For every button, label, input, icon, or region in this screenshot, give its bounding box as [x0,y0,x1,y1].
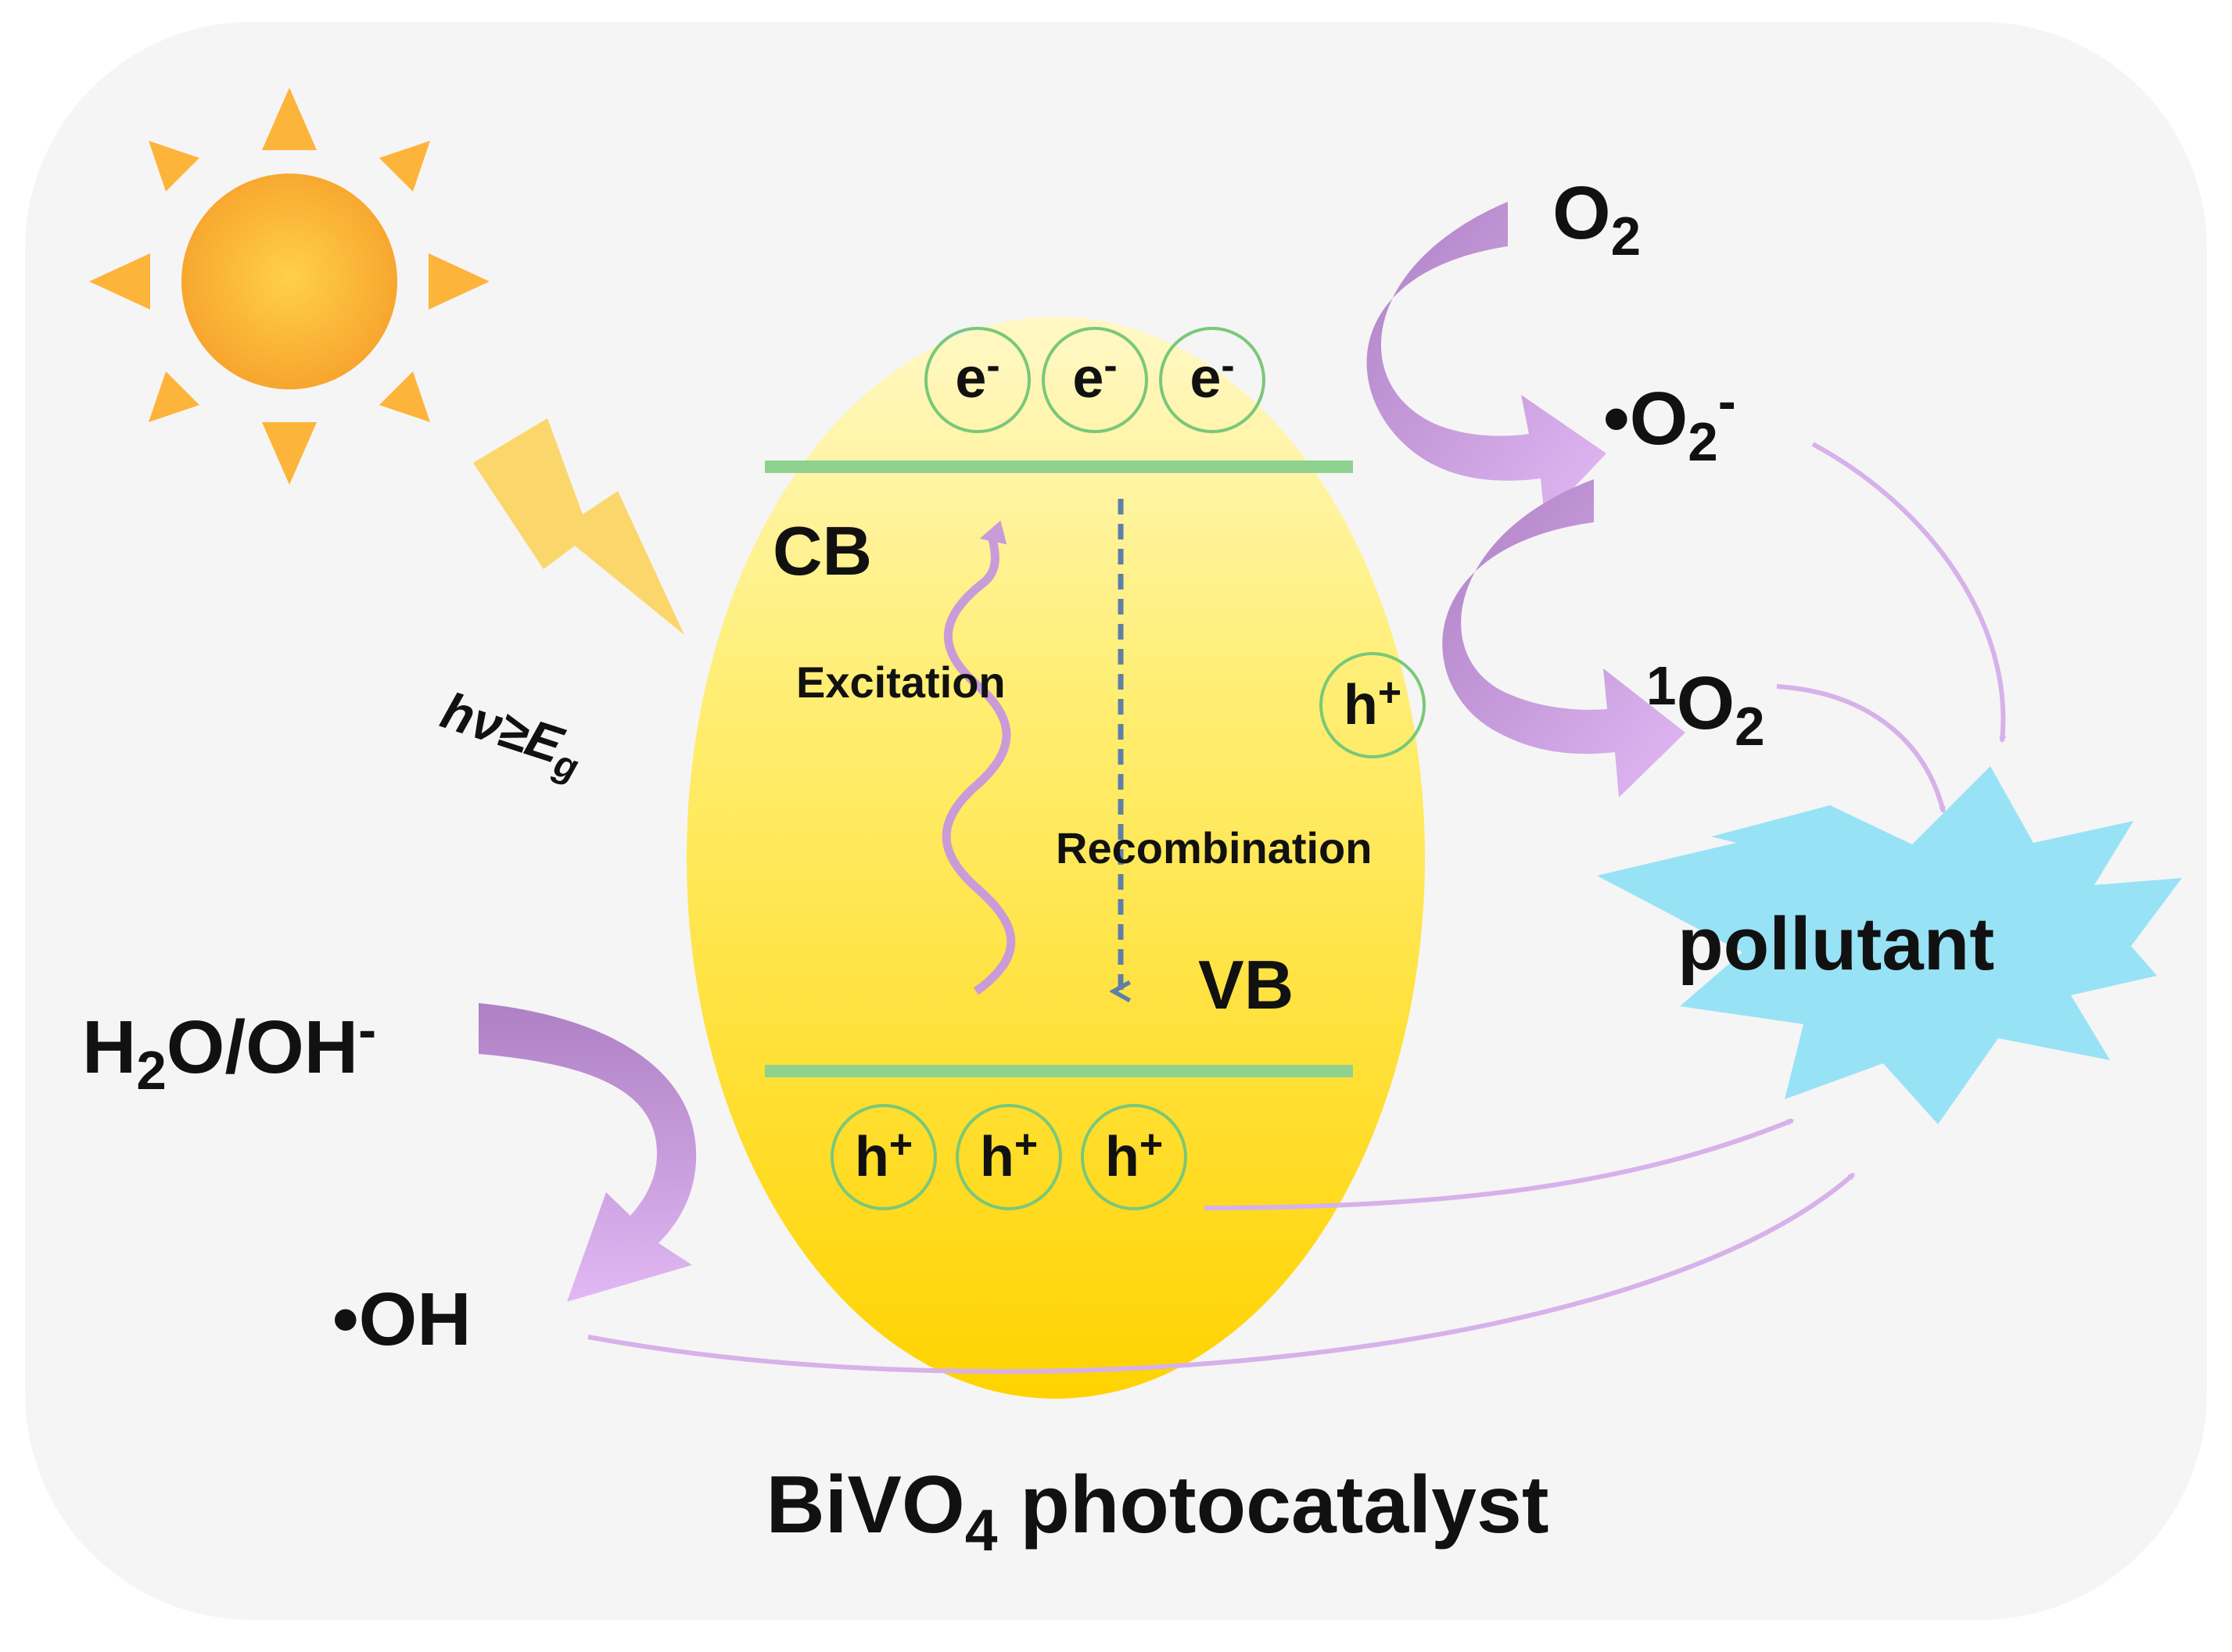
vb-label: VB [1198,946,1294,1023]
superoxide-label: •O2- [1603,371,1736,472]
electron-carriers: e- e- e- [924,327,1265,433]
hydroxyl-to-pollutant-arrow [587,1172,1856,1374]
hole-carrier: h+ [956,1104,1062,1210]
lightning-icon [473,418,684,635]
hole-carrier: h+ [1081,1104,1187,1210]
recombination-label: Recombination [1056,823,1372,873]
electron-carrier: e- [1159,327,1265,433]
hole-label: h+ [1344,669,1401,736]
hole-label: h+ [1105,1121,1163,1188]
water-hydroxide-label: H2O/OH- [82,999,376,1101]
excitation-label: Excitation [796,658,1006,707]
singlet-oxygen-to-pollutant-arrow [1776,684,1946,814]
superoxide-to-pollutant-arrow [1811,442,2007,744]
electron-label: e- [1190,342,1234,410]
excitation-wave [942,520,1016,995]
catalyst-caption: BiVO4 photocatalyst [766,1460,1549,1563]
singlet-oxygen-label: 1O2 [1646,655,1765,757]
hydroxyl-radical-label: •OH [332,1278,472,1361]
electron-label: e- [955,342,999,410]
electron-carrier: e- [1042,327,1148,433]
hole-label: h+ [980,1121,1038,1188]
pollutant-label: pollutant [1678,902,1994,986]
hole-carrier: h+ [831,1104,937,1210]
hole-to-singlet-oxygen-arrow [1442,479,1685,797]
bivo4-particle [687,317,1425,1399]
holes-to-pollutant-arrow [1204,1118,1795,1210]
surface-hole-carrier: h+ [1319,652,1426,758]
electron-label: e- [1072,342,1117,410]
pollutant-starburst-icon [1597,766,2182,1124]
oxygen-label: O2 [1552,171,1641,267]
hole-carriers: h+ h+ h+ h+ [831,652,1426,1210]
sun-icon [89,88,490,485]
cb-label: CB [773,512,872,589]
hole-label: h+ [855,1121,913,1188]
electron-carrier: e- [924,327,1031,433]
water-to-hydroxyl-arrow [479,1003,697,1302]
o2-to-superoxide-arrow [1366,202,1606,518]
